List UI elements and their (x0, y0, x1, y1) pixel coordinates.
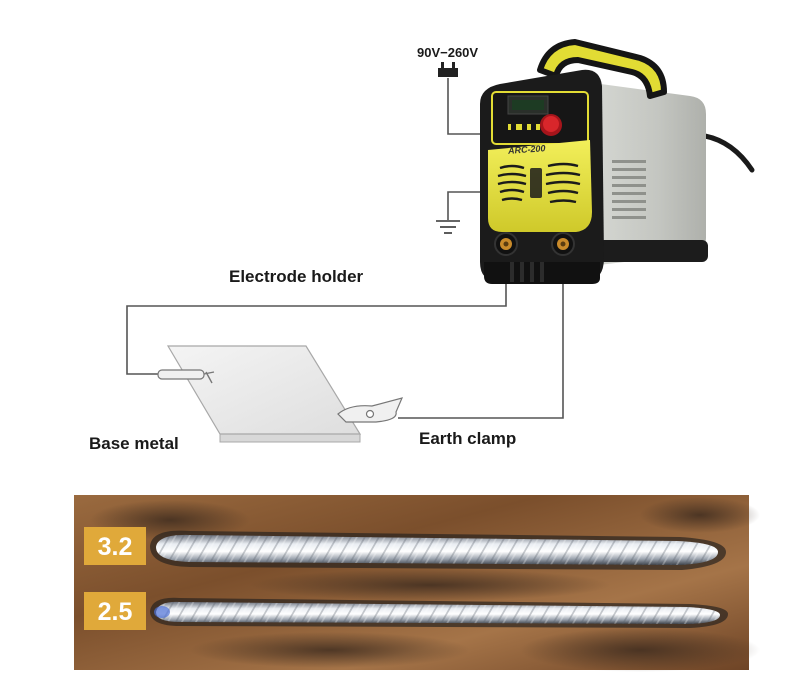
base-metal-plate (166, 345, 362, 443)
base-metal-label: Base metal (89, 434, 179, 453)
welding-machine: ARC-200 (480, 39, 755, 284)
size-badge-2-5-text: 2.5 (98, 598, 133, 626)
power-input-wire (447, 78, 490, 135)
size-badge-3-2-text: 3.2 (98, 533, 133, 561)
earth-clamp-label: Earth clamp (419, 429, 516, 448)
earth-terminal (551, 232, 575, 256)
model-label: ARC-200 (507, 143, 546, 156)
weld-sample-photo: 3.2 2.5 (74, 495, 760, 672)
ground-symbol-icon (436, 220, 460, 234)
electrode-holder (157, 369, 215, 384)
ground-wire (447, 191, 490, 220)
current-knob (540, 114, 562, 136)
earth-cable (398, 252, 564, 419)
electrode-holder-label: Electrode holder (229, 267, 364, 286)
weld-bead-3-2 (150, 530, 726, 570)
power-plug-icon (438, 62, 458, 77)
size-badge-3-2: 3.2 (84, 527, 146, 565)
electrode-terminal (494, 232, 518, 256)
weld-bead-2-5 (150, 597, 728, 628)
front-grille (497, 162, 581, 204)
size-badge-2-5: 2.5 (84, 592, 146, 630)
earth-clamp (337, 397, 404, 423)
voltage-label: 90V−260V (417, 45, 478, 60)
electrode-cable (126, 252, 507, 375)
power-indicator-icons (508, 124, 540, 130)
